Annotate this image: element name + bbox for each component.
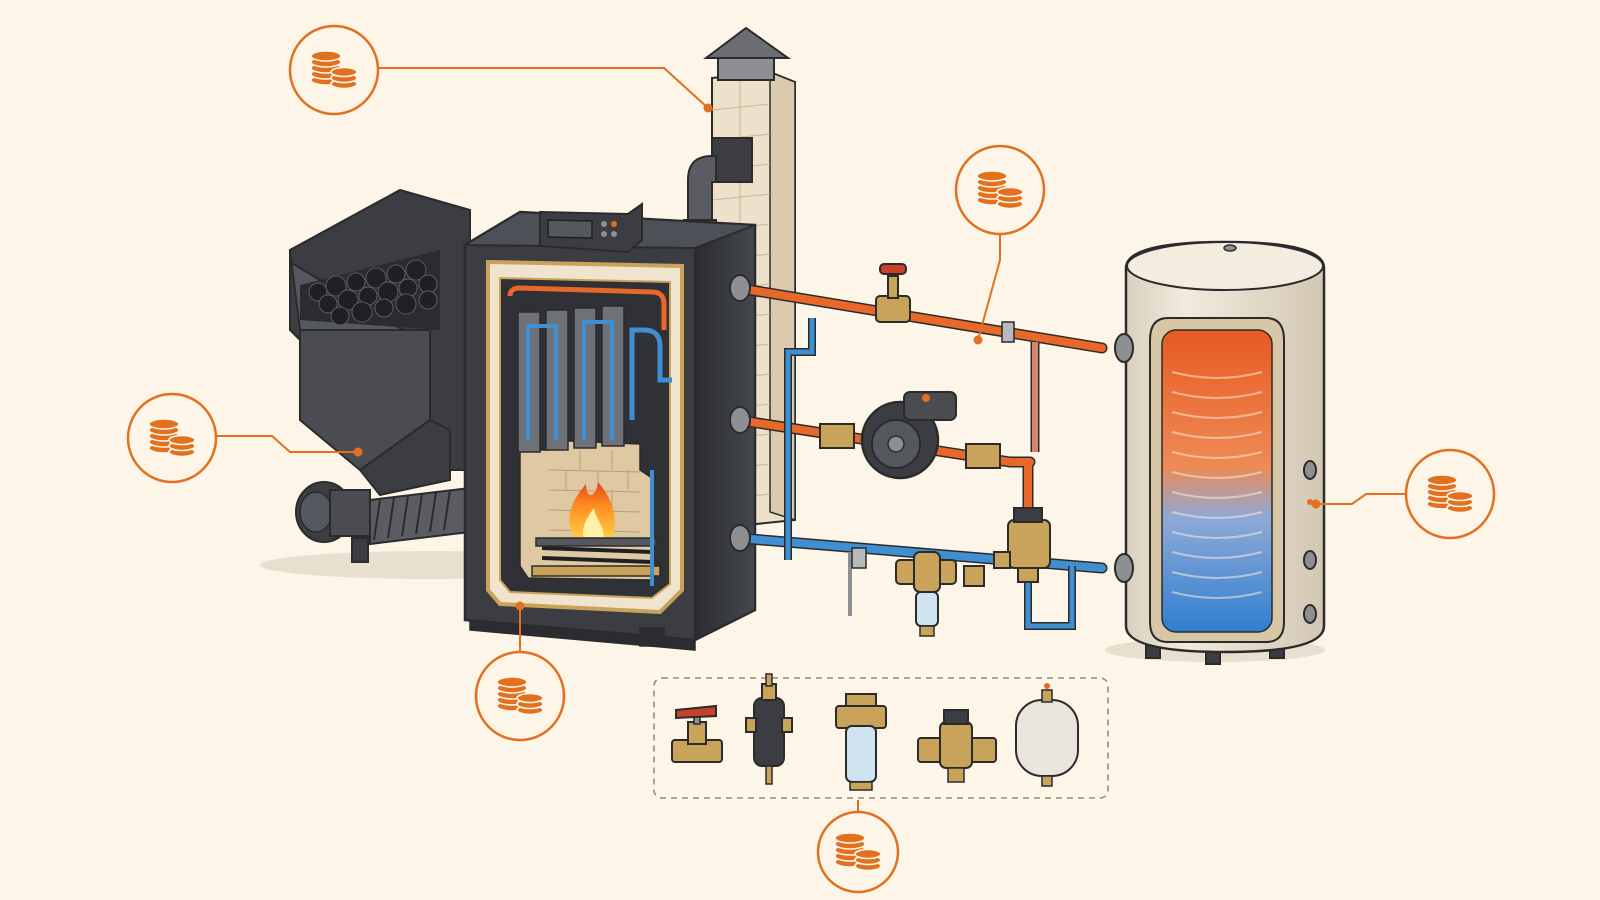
mixing-valve-part[interactable] [917, 709, 997, 783]
expansion-vessel-part[interactable] [1015, 683, 1079, 787]
screw-feeder [295, 481, 471, 563]
heating-coil [1171, 371, 1263, 599]
boiler-pipe-connectors [729, 274, 751, 552]
air-separator-part[interactable] [745, 673, 793, 785]
cost-marker-tank[interactable] [1404, 448, 1496, 540]
cost-marker-piping[interactable] [954, 144, 1046, 236]
coal-boiler-cutaway [461, 210, 757, 651]
cost-marker-chimney[interactable] [288, 24, 380, 116]
boiler-control-panel[interactable] [539, 202, 643, 254]
supply-ball-valve[interactable] [875, 263, 911, 323]
cost-marker-fittings[interactable] [816, 810, 900, 894]
return-mixing-valve[interactable] [993, 507, 1051, 583]
mesh-filter-part[interactable] [835, 693, 887, 791]
pipe-clamp [1001, 321, 1015, 343]
callout-lines [216, 67, 1406, 820]
ball-valve-part[interactable] [671, 704, 723, 763]
fittings-panel [653, 673, 1109, 799]
indirect-hot-water-tank [1114, 240, 1326, 665]
coal-hopper [289, 188, 471, 497]
cost-marker-boiler[interactable] [474, 650, 566, 742]
circulation-pump[interactable] [819, 391, 1001, 480]
return-mesh-filter[interactable] [851, 547, 985, 637]
cost-marker-hopper[interactable] [126, 392, 218, 484]
display-screen [547, 219, 593, 239]
